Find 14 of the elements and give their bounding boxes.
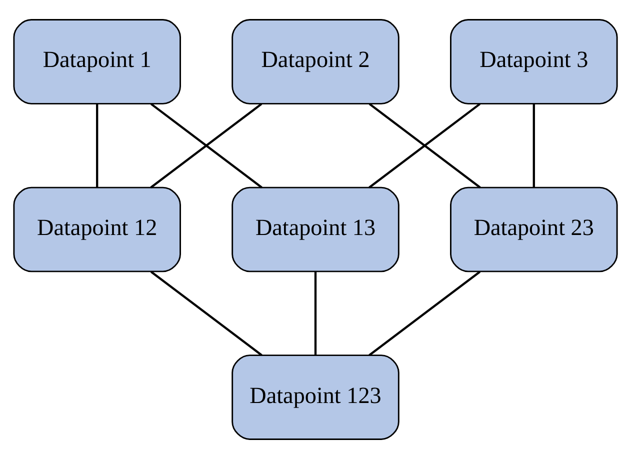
node-box: Datapoint 12	[13, 186, 181, 272]
node-box: Datapoint 1	[13, 18, 181, 104]
connector	[314, 271, 317, 354]
connector	[532, 103, 535, 187]
node-box: Datapoint 2	[232, 18, 400, 104]
connector	[96, 103, 98, 187]
connector	[150, 102, 262, 188]
node-box: Datapoint 3	[450, 18, 618, 104]
node-box: Datapoint 13	[232, 186, 400, 272]
node-box: Datapoint 123	[232, 354, 400, 440]
connector	[368, 270, 481, 356]
node-box: Datapoint 23	[450, 186, 618, 272]
connector	[368, 102, 481, 188]
connector	[150, 270, 262, 356]
